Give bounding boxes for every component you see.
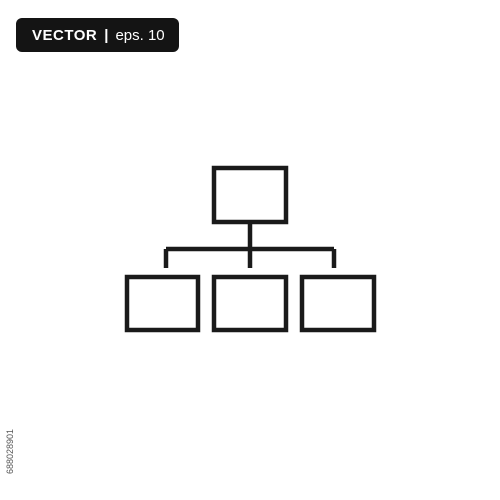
vector-format-badge: VECTOR | eps. 10 (16, 18, 179, 52)
stock-id-text: 688028901 (5, 429, 15, 474)
stock-id-watermark: 688028901 (5, 429, 15, 474)
badge-vector-label: VECTOR (32, 26, 98, 44)
bottom-center-node-box (211, 274, 289, 333)
bottom-right-node-box (299, 274, 377, 333)
bottom-left-node-box (124, 274, 201, 333)
top-node-box (211, 165, 289, 225)
badge-format-label: eps. 10 (115, 26, 165, 44)
badge-separator: | (104, 26, 109, 44)
